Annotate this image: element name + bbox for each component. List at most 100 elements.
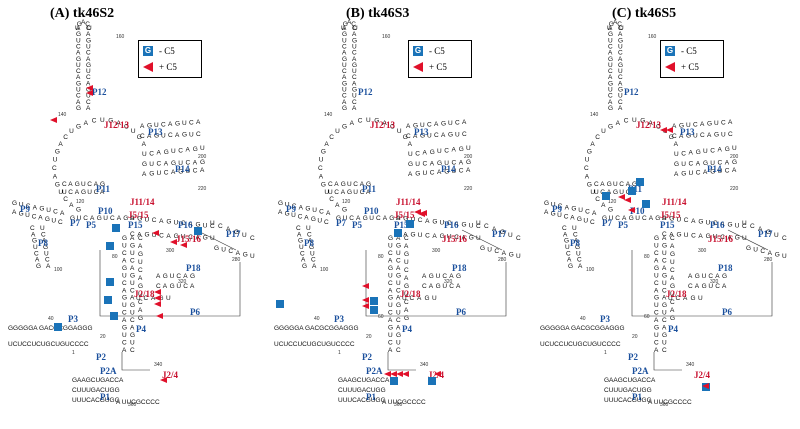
nucleotide: A [12, 209, 17, 216]
cleavage-arrow [362, 283, 369, 289]
nucleotide: C [590, 219, 595, 226]
position-number: 1 [72, 350, 75, 356]
nucleotide: G [618, 37, 623, 44]
nucleotide: A [670, 307, 675, 314]
nucleotide: A [396, 215, 401, 222]
nucleotide: A [452, 147, 457, 154]
nucleotide: A [758, 226, 763, 233]
helix-label: P14 [707, 164, 722, 174]
nucleotide: G [564, 238, 569, 245]
nucleotide: C [662, 287, 667, 294]
nucleotide: U [576, 250, 581, 257]
nucleotide: A [406, 123, 411, 130]
nucleotide: C [494, 248, 499, 255]
nucleotide: A [33, 204, 38, 211]
nucleotide: G [137, 134, 142, 141]
nucleotide: C [218, 223, 223, 230]
nucleotide: A [156, 273, 161, 280]
legend-plus-row: + C5 [143, 62, 177, 72]
nucleotide: A [356, 215, 361, 222]
nucleotide: G [662, 243, 667, 250]
helix-label: P6 [722, 307, 732, 317]
nucleotide: A [662, 325, 667, 332]
nucleotide: G [97, 215, 102, 222]
nucleotide: U [178, 160, 183, 167]
nucleotide: G [403, 134, 408, 141]
nucleotide: A [175, 132, 180, 139]
protected-nucleotide-box [112, 224, 120, 232]
nucleotide: U [76, 37, 81, 44]
nucleotide: C [86, 25, 91, 32]
legend-minus-label: - C5 [681, 46, 697, 56]
nucleotide: G [76, 105, 81, 112]
nucleotide: G [164, 149, 169, 156]
nucleotide: U [131, 128, 136, 135]
nucleotide: C [750, 223, 755, 230]
nucleotide: U [44, 250, 49, 257]
position-number: 360 [128, 402, 137, 408]
nucleotide: G [45, 216, 50, 223]
nucleotide: A [732, 167, 737, 174]
nucleotide: A [674, 171, 679, 178]
nucleotide: A [570, 215, 575, 222]
nucleotide: C [476, 223, 481, 230]
position-number: 20 [632, 334, 638, 340]
helix-label: P10 [98, 206, 113, 216]
nucleotide: C [558, 203, 563, 210]
nucleotide: G [444, 169, 449, 176]
nucleotide: A [388, 257, 393, 264]
helix-label: P2 [628, 352, 638, 362]
nucleotide: C [159, 233, 164, 240]
nucleotide: G [138, 283, 143, 290]
nucleotide: U [466, 145, 471, 152]
position-number: 360 [660, 402, 669, 408]
nucleotide: C [454, 234, 459, 241]
nucleotide: C [595, 134, 600, 141]
nucleotide: G [243, 251, 248, 258]
nucleotide: U [662, 215, 667, 222]
protected-nucleotide-box [642, 200, 650, 208]
nucleotide: G [436, 283, 441, 290]
nucleotide: U [608, 87, 613, 94]
nucleotide: G [703, 160, 708, 167]
nucleotide: A [691, 218, 696, 225]
nucleotide: G [343, 21, 348, 28]
nucleotide: U [703, 148, 708, 155]
position-number: 220 [198, 186, 207, 192]
nucleotide: A [683, 295, 688, 302]
nucleotide: C [130, 287, 135, 294]
nucleotide: A [100, 189, 105, 196]
nucleotide: G [55, 149, 60, 156]
nucleotide: U [299, 244, 304, 251]
nucleotide: G [196, 222, 201, 229]
nucleotide: A [396, 265, 401, 272]
nucleotide: A [396, 295, 401, 302]
nucleotide: U [130, 250, 135, 257]
nucleotide: U [396, 250, 401, 257]
legend-minus-label: - C5 [159, 46, 175, 56]
nucleotide: G [396, 302, 401, 309]
nucleotide: C [449, 283, 454, 290]
position-number: 140 [590, 112, 599, 118]
nucleotide: U [654, 332, 659, 339]
nucleotide: C [617, 21, 622, 28]
position-number: 120 [342, 199, 351, 205]
nucleotide: U [607, 25, 612, 32]
nucleotide: C [76, 68, 81, 75]
helix-label: P15 [660, 220, 675, 230]
nucleotide: G [640, 118, 645, 125]
nucleotide: C [124, 123, 129, 130]
nucleotide: C [388, 250, 393, 257]
legend-minus-label: - C5 [429, 46, 445, 56]
nucleotide: C [425, 233, 430, 240]
nucleotide: G [607, 181, 612, 188]
nucleotide: G [86, 62, 91, 69]
position-number: 40 [48, 316, 54, 322]
nucleotide: U [423, 170, 428, 177]
nucleotide: G [39, 206, 44, 213]
nucleotide: U [668, 295, 673, 302]
helix-label: P10 [364, 206, 379, 216]
nucleotide: U [689, 170, 694, 177]
nucleotide: A [138, 275, 143, 282]
